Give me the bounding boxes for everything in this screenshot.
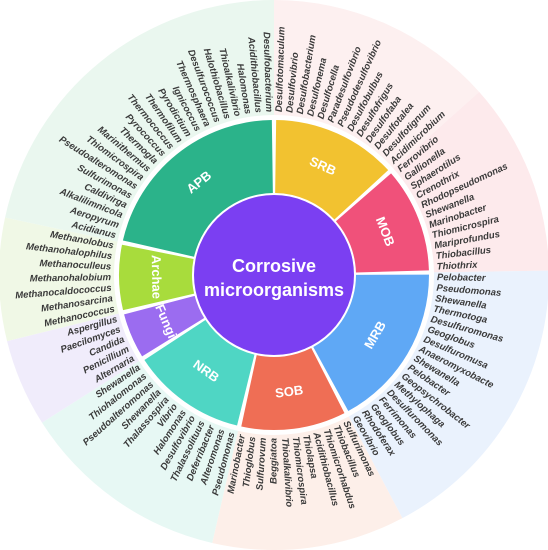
center-title-line2: microorganisms — [204, 280, 344, 300]
segment-mob — [335, 173, 429, 273]
segment-label-archae: Archae — [149, 255, 165, 299]
segment-fungi — [124, 295, 205, 357]
genus-label: Beggiatoa — [269, 438, 280, 484]
wedge-mob — [393, 91, 548, 273]
segment-apb — [122, 120, 273, 257]
genus-label: Pelobacter — [437, 272, 487, 284]
genus-label: Pseudomonas — [436, 283, 502, 299]
segment-mrb — [313, 274, 429, 412]
wedge-mrb — [348, 270, 548, 519]
genus-label: Thioalkalivibrio — [279, 437, 295, 507]
wedge-fungi — [7, 313, 140, 423]
wedge-nrb — [42, 360, 239, 543]
wedge-sob — [212, 416, 403, 550]
genus-label: Sulfurovum — [255, 437, 269, 491]
wedge-archae — [0, 217, 119, 342]
genus-label: Methanoculleus — [39, 258, 111, 272]
segment-label-sob: SOB — [274, 382, 304, 401]
segment-archae — [118, 244, 195, 311]
genus-label: Thiothrix — [437, 260, 479, 273]
segment-sob — [241, 348, 345, 430]
center-disc — [194, 195, 354, 355]
segment-nrb — [144, 319, 255, 426]
wedge-apb — [5, 0, 275, 242]
center-title-line1: Corrosive — [232, 256, 316, 276]
wedge-srb — [274, 0, 480, 169]
genus-label: Desulfotomaculum — [274, 26, 288, 112]
segment-srb — [275, 120, 389, 220]
genus-label: Methanohalobium — [30, 272, 112, 284]
genus-label: Desulfobacterium — [261, 32, 275, 113]
